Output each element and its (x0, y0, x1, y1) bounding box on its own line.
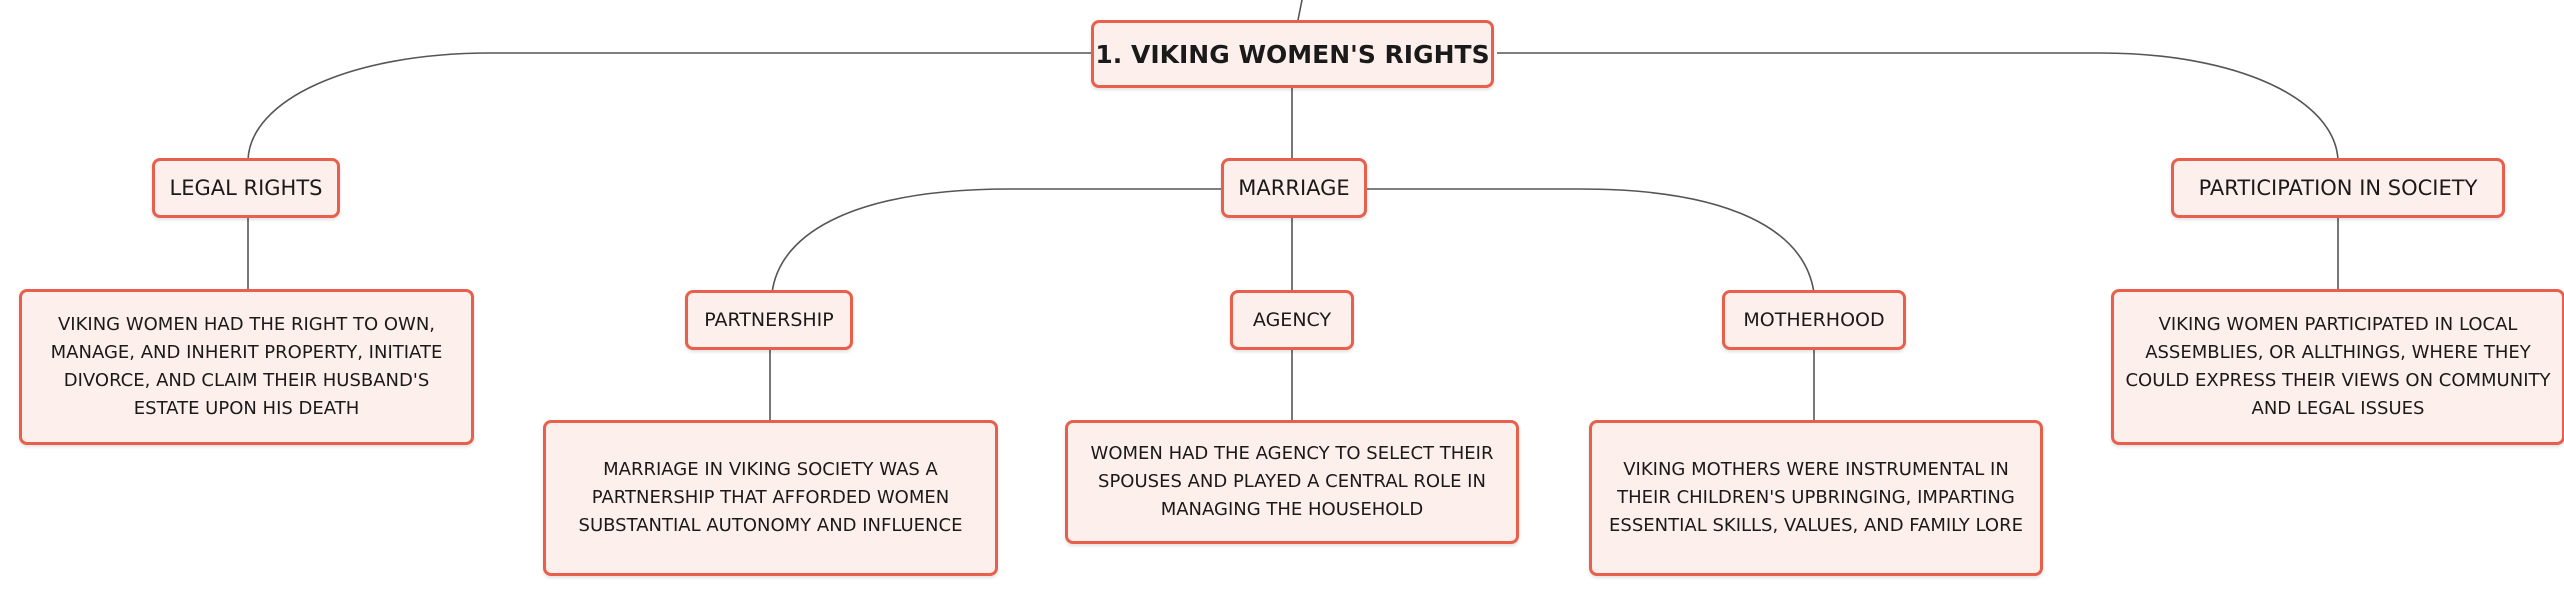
detail-participation-text: VIKING WOMEN PARTICIPATED IN LOCAL ASSEM… (2125, 314, 2551, 419)
detail-partnership[interactable]: MARRIAGE IN VIKING SOCIETY WAS A PARTNER… (543, 420, 998, 576)
topic-marriage-label: MARRIAGE (1238, 176, 1350, 200)
detail-motherhood-text: VIKING MOTHERS WERE INSTRUMENTAL IN THEI… (1609, 459, 2023, 536)
root-topic-label: 1. VIKING WOMEN'S RIGHTS (1095, 39, 1490, 69)
connector-root-legal (247, 52, 1095, 161)
connector-root-participation (1497, 52, 2339, 161)
subtopic-motherhood-label: MOTHERHOOD (1743, 309, 1885, 331)
topic-participation-label: PARTICIPATION IN SOCIETY (2198, 176, 2478, 200)
detail-partnership-text: MARRIAGE IN VIKING SOCIETY WAS A PARTNER… (578, 459, 963, 536)
topic-participation-in-society[interactable]: PARTICIPATION IN SOCIETY (2171, 158, 2505, 218)
detail-legal-rights[interactable]: VIKING WOMEN HAD THE RIGHT TO OWN, MANAG… (19, 289, 474, 445)
detail-agency[interactable]: WOMEN HAD THE AGENCY TO SELECT THEIR SPO… (1065, 420, 1519, 544)
topic-legal-rights[interactable]: LEGAL RIGHTS (152, 158, 340, 218)
detail-agency-text: WOMEN HAD THE AGENCY TO SELECT THEIR SPO… (1090, 443, 1494, 520)
connector-marriage-partnership (771, 188, 1223, 294)
subtopic-agency-label: AGENCY (1252, 309, 1332, 331)
topic-legal-rights-label: LEGAL RIGHTS (169, 176, 323, 200)
connector-marriage-motherhood (1363, 188, 1815, 294)
subtopic-partnership[interactable]: PARTNERSHIP (685, 290, 853, 350)
connector-root-parent (1297, 0, 1303, 21)
subtopic-motherhood[interactable]: MOTHERHOOD (1722, 290, 1906, 350)
detail-legal-rights-text: VIKING WOMEN HAD THE RIGHT TO OWN, MANAG… (50, 314, 443, 419)
detail-motherhood[interactable]: VIKING MOTHERS WERE INSTRUMENTAL IN THEI… (1589, 420, 2043, 576)
subtopic-partnership-label: PARTNERSHIP (704, 309, 834, 331)
subtopic-agency[interactable]: AGENCY (1230, 290, 1354, 350)
root-topic[interactable]: 1. VIKING WOMEN'S RIGHTS (1091, 20, 1494, 88)
topic-marriage[interactable]: MARRIAGE (1221, 158, 1367, 218)
detail-participation[interactable]: VIKING WOMEN PARTICIPATED IN LOCAL ASSEM… (2111, 289, 2564, 445)
